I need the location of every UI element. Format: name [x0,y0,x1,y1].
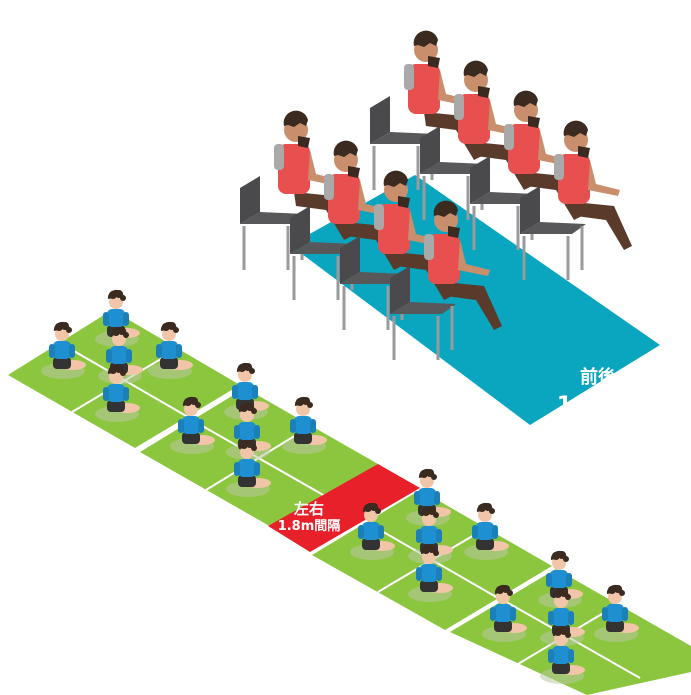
left-right-value: 1.8m間隔 [278,518,341,534]
front-back-value: 1m間隔 [557,393,639,418]
left-right-title: 左右 [293,500,324,518]
front-back-title: 前後 [580,366,617,388]
